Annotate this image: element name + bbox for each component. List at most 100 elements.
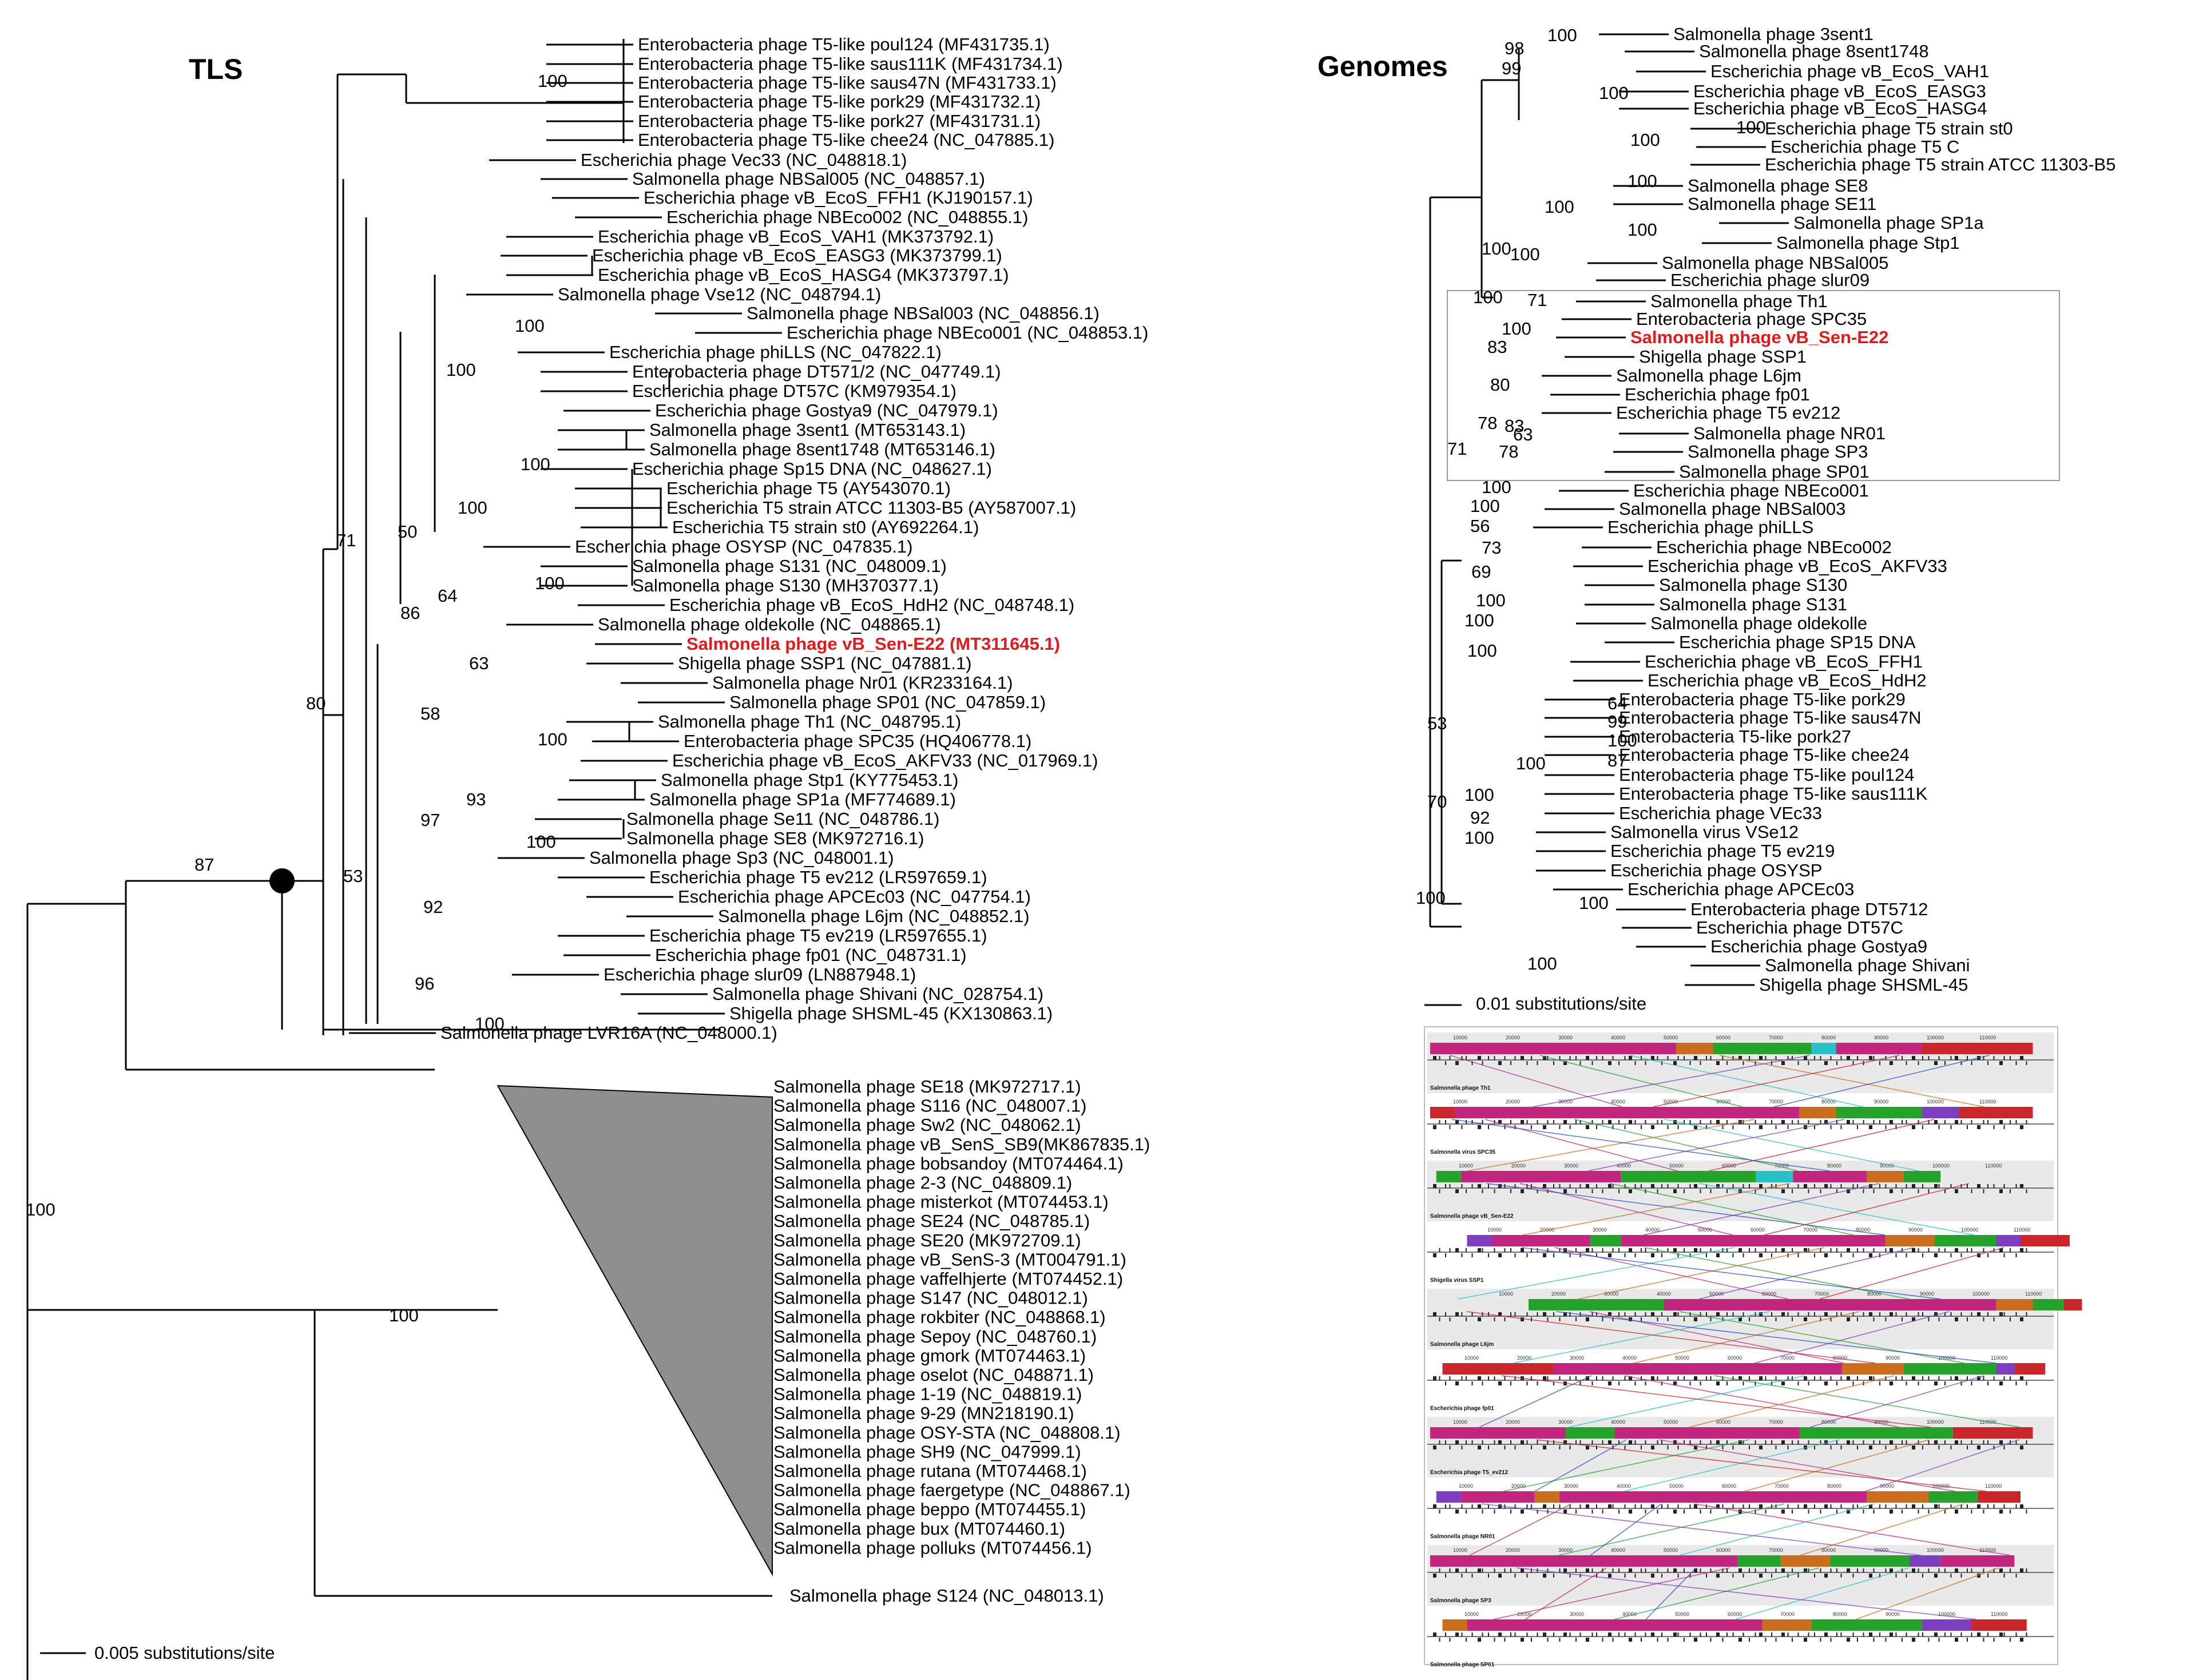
gene-mark	[1694, 1125, 1697, 1129]
gene-mark	[1498, 1253, 1502, 1257]
gene-mark	[1765, 1510, 1767, 1514]
gene-mark	[1510, 1381, 1511, 1385]
gene-mark	[1596, 1504, 1597, 1508]
gene-mark	[1869, 1184, 1872, 1188]
gene-mark	[1694, 1056, 1697, 1060]
gene-mark	[1999, 1189, 2003, 1193]
gene-mark	[1461, 1184, 1463, 1188]
gene-mark	[1863, 1248, 1864, 1252]
genomes-bootstrap-value: 71	[1527, 290, 1547, 310]
gene-mark	[1738, 1376, 1742, 1380]
gene-mark	[1895, 1633, 1897, 1637]
gene-mark	[1439, 1120, 1440, 1124]
gene-mark	[1873, 1317, 1875, 1321]
gene-mark	[1873, 1120, 1875, 1124]
gene-mark	[1863, 1120, 1864, 1124]
gene-mark	[1999, 1061, 2003, 1065]
gene-mark	[1526, 1120, 1528, 1124]
gene-mark	[1612, 1184, 1614, 1188]
gene-mark	[1706, 1056, 1707, 1060]
gene-mark	[2015, 1574, 2017, 1578]
lcb-block	[1559, 1491, 1867, 1503]
gene-mark	[1852, 1120, 1854, 1124]
tls-leaf-label: Enterobacteria phage T5-like pork27 (MF4…	[638, 111, 1041, 131]
gene-mark	[1775, 1504, 1777, 1508]
gene-mark	[1938, 1638, 1940, 1642]
gene-mark	[1836, 1633, 1837, 1637]
gene-mark	[2026, 1381, 2027, 1385]
track-tick-label: 80000	[1821, 1547, 1836, 1553]
gene-mark	[1624, 1253, 1626, 1257]
gene-mark	[2015, 1440, 2017, 1444]
gene-mark	[1537, 1381, 1538, 1385]
gene-mark	[1902, 1120, 1903, 1124]
lcb-connector	[1503, 1439, 1750, 1492]
gene-mark	[1553, 1312, 1554, 1316]
collapsed-clade-triangle	[497, 1085, 773, 1576]
gene-mark	[1999, 1510, 2003, 1514]
gene-mark	[1808, 1248, 1809, 1252]
gene-mark	[1960, 1633, 1962, 1637]
gene-mark	[1787, 1633, 1789, 1637]
genomes-bootstrap-value: 100	[1516, 753, 1546, 773]
gene-mark	[1641, 1184, 1642, 1188]
track-tick-label: 40000	[1611, 1547, 1625, 1553]
gene-mark	[1863, 1312, 1864, 1316]
lcb-connector	[1534, 1439, 1627, 1492]
lcb-block	[1460, 1491, 1535, 1503]
lcb-block	[1553, 1043, 1676, 1054]
gene-mark	[1608, 1633, 1611, 1637]
gene-mark	[1661, 1120, 1662, 1124]
tls-bootstrap-value: 86	[400, 603, 420, 623]
gene-mark	[1726, 1633, 1728, 1637]
gene-mark	[1504, 1248, 1506, 1252]
tls-bootstrap-value: 100	[515, 316, 545, 336]
gene-mark	[1928, 1440, 1930, 1444]
gene-mark	[1661, 1312, 1662, 1316]
gene-mark	[1478, 1638, 1481, 1642]
gene-mark	[1960, 1061, 1962, 1065]
track-tick-label: 30000	[1558, 1419, 1573, 1425]
genomes-bootstrap-value: 56	[1470, 516, 1490, 536]
track-tick-label: 90000	[1908, 1227, 1923, 1233]
gene-mark	[1488, 1504, 1489, 1508]
gene-mark	[2003, 1253, 2005, 1257]
gene-mark	[1471, 1061, 1473, 1065]
gene-mark	[1478, 1248, 1481, 1252]
genomes-bootstrap-value: 100	[1510, 244, 1540, 264]
gene-mark	[1629, 1248, 1632, 1252]
gene-mark	[1814, 1253, 1815, 1257]
gene-mark	[1775, 1056, 1777, 1060]
gene-mark	[2015, 1633, 2017, 1637]
gene-mark	[1667, 1317, 1669, 1321]
genomes-bootstrap-value: 99	[1607, 712, 1627, 732]
gene-mark	[1684, 1248, 1685, 1252]
gene-mark	[1710, 1568, 1712, 1572]
gene-mark	[1433, 1056, 1436, 1060]
gene-mark	[1673, 1568, 1677, 1572]
gene-mark	[1494, 1376, 1495, 1380]
gene-mark	[1775, 1568, 1777, 1572]
tls-collapsed-leaf-label: Salmonella phage gmork (MT074463.1)	[773, 1345, 1086, 1365]
gene-mark	[1634, 1120, 1636, 1124]
track-tick-label: 30000	[1558, 1547, 1573, 1553]
tls-leaves: Enterobacteria phage T5-like poul124 (MF…	[342, 34, 1148, 1043]
gene-mark	[1641, 1376, 1642, 1380]
gene-mark	[1999, 1248, 2003, 1252]
gene-mark	[1596, 1125, 1597, 1129]
genomes-leaf-label: Escherichia phage T5 C	[1771, 137, 1959, 157]
track-tick-label: 70000	[1775, 1483, 1789, 1489]
lcb-connector	[1522, 1183, 1790, 1236]
lcb-connector	[1486, 1183, 1886, 1236]
tls-leaf-label: Salmonella phage LVR16A (NC_048000.1)	[440, 1023, 777, 1043]
gene-mark	[1765, 1317, 1767, 1321]
track-tick-label: 20000	[1506, 1547, 1520, 1553]
lcb-block	[1491, 1235, 1590, 1246]
gene-mark	[1629, 1440, 1632, 1444]
lcb-connector	[1689, 1375, 1895, 1428]
gene-mark	[1504, 1568, 1506, 1572]
gene-mark	[1960, 1184, 1962, 1188]
gene-mark	[1629, 1189, 1632, 1193]
gene-mark	[1960, 1440, 1962, 1444]
gene-mark	[1466, 1189, 1467, 1193]
